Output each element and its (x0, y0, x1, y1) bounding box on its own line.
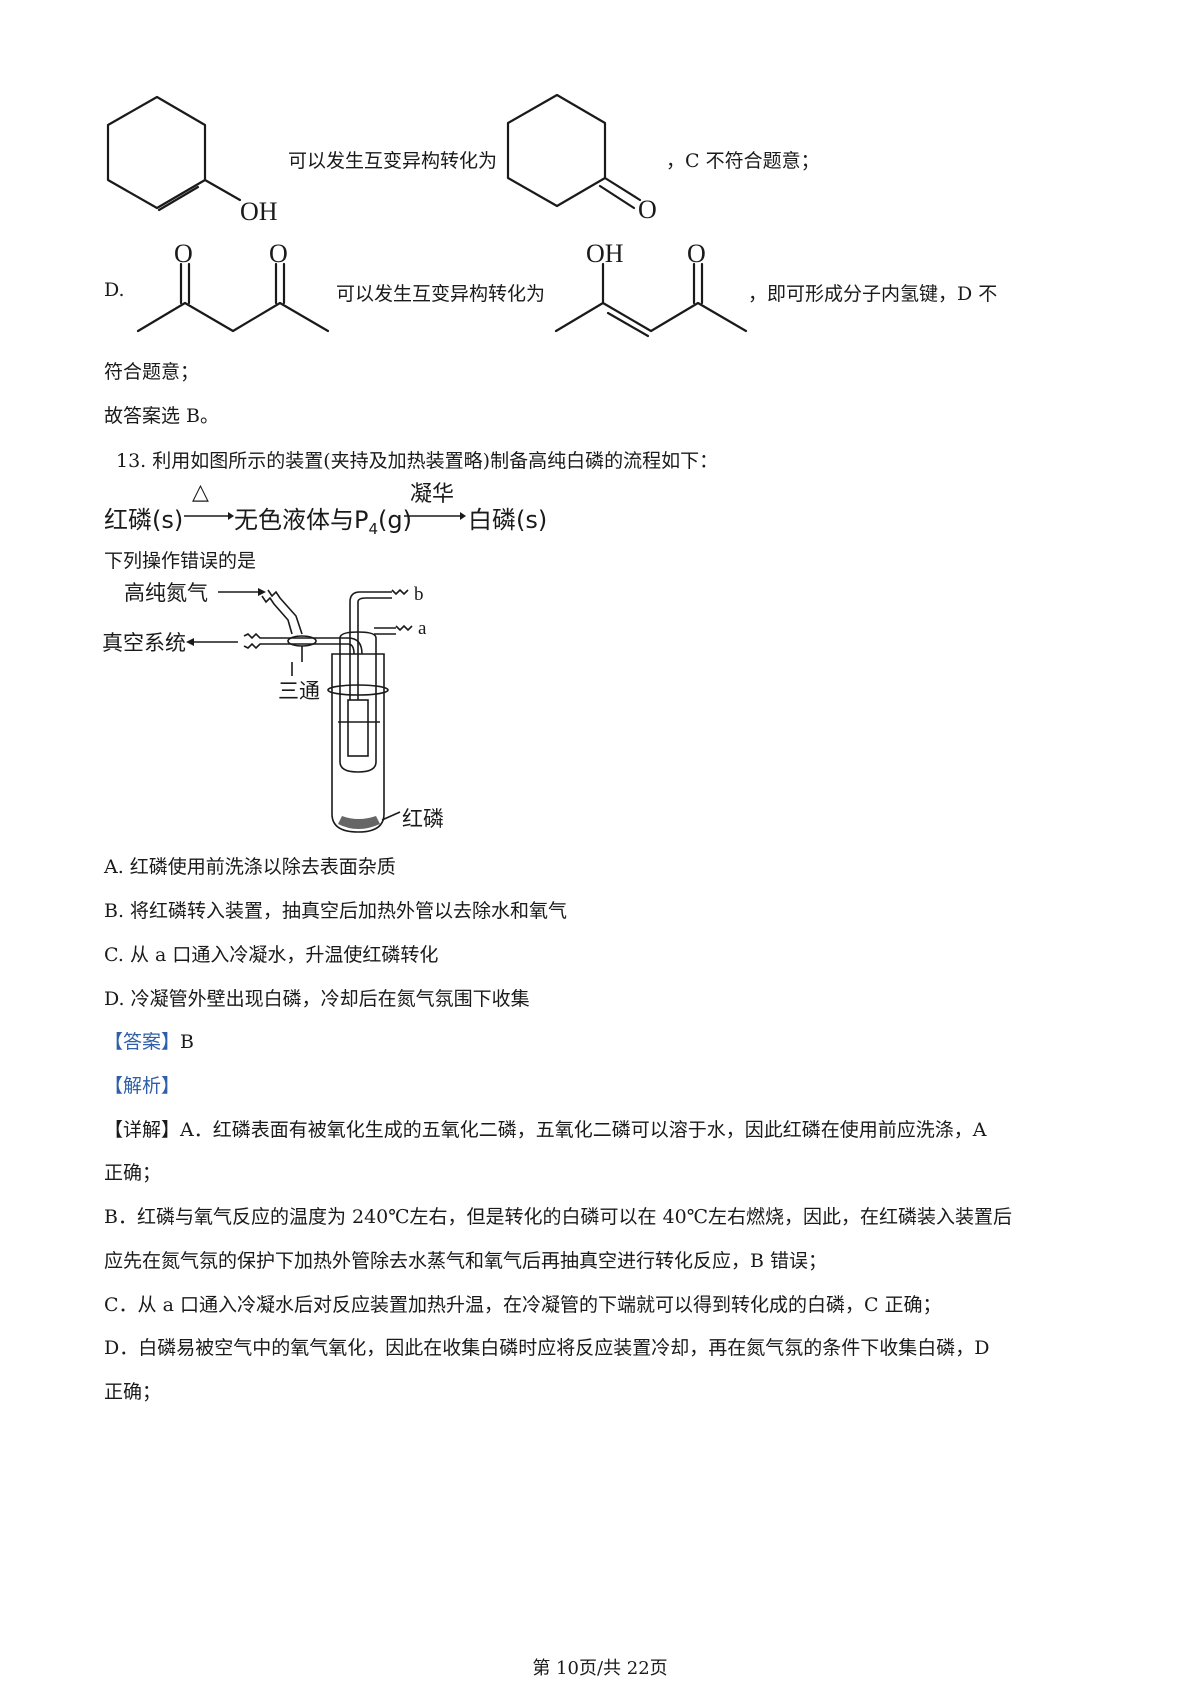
flow-arrow1 (184, 512, 234, 520)
detail-line-7: 正确； (104, 1381, 162, 1403)
analysis-tag: 【解析】 (104, 1075, 181, 1097)
answer-line: 【答案】B (104, 1027, 194, 1054)
acetylacetone-structure: O O (136, 239, 330, 333)
port-a-label: a (418, 618, 427, 639)
option-b: B. 将红磷转入装置，抽真空后加热外管以去除水和氧气 (104, 900, 568, 922)
flow-arrow2-label: 凝华 (410, 482, 455, 507)
option-c: C. 从 a 口通入冷凝水，升温使红磷转化 (104, 944, 439, 966)
detail-line-1: 【详解】A．红磷表面有被氧化生成的五氧化二磷，五氧化二磷可以溶于水，因此红磷在使… (104, 1119, 987, 1141)
answer-selection: 故答案选 B。 (104, 405, 220, 427)
option-d-conclusion-cont: 符合题意； (104, 361, 200, 383)
flow-arrow2 (404, 512, 466, 520)
flow-middle-text: 无色液体与P (234, 506, 369, 534)
valve-label: 三通 (278, 679, 320, 703)
oh-label: OH (586, 239, 624, 268)
question-13-prompt: 下列操作错误的是 (104, 550, 257, 572)
detail-line-5: C．从 a 口通入冷凝水后对反应装置加热升温，在冷凝管的下端就可以得到转化成的白… (104, 1294, 942, 1316)
cyclohexanone-structure: O (506, 93, 657, 224)
apparatus-diagram: 高纯氮气 真空系统 三通 b a 红磷 (102, 581, 444, 833)
detail-line-3: B．红磷与氧气反应的温度为 240℃左右，但是转化的白磷可以在 40℃左右燃烧，… (104, 1206, 1012, 1228)
flow-middle-tail: (g) (378, 506, 412, 534)
option-d-label: D. (104, 279, 125, 301)
answer-tag: 【答案】 (104, 1031, 181, 1053)
tautomer-text-d: 可以发生互变异构转化为 (336, 283, 546, 305)
cyclohexenol-structure: OH (106, 95, 278, 226)
flow-start: 红磷(s) (104, 506, 184, 534)
detail-line-2: 正确； (104, 1162, 162, 1184)
page-footer: 第 10页/共 22页 (532, 1658, 668, 1679)
o-label-3: O (687, 239, 706, 268)
detail-line-4: 应先在氮气氛的保护下加热外管除去水蒸气和氧气后再抽真空进行转化反应，B 错误； (104, 1250, 828, 1272)
enol-acetylacetone-structure: OH O (554, 239, 748, 338)
option-c-conclusion: ，C 不符合题意； (666, 150, 820, 172)
answer-value: B (180, 1031, 194, 1053)
option-a: A. 红磷使用前洗涤以除去表面杂质 (104, 856, 396, 878)
option-d: D. 冷凝管外壁出现白磷，冷却后在氮气氛围下收集 (104, 988, 530, 1010)
o-label: O (638, 195, 657, 224)
tautomer-text-c: 可以发生互变异构转化为 (288, 150, 498, 172)
flow-end: 白磷(s) (468, 506, 548, 534)
o-label-2: O (269, 239, 288, 268)
question-13-stem: 13. 利用如图所示的装置(夹持及加热装置略)制备高纯白磷的流程如下： (116, 450, 719, 472)
flow-middle: 无色液体与P4(g) (234, 500, 412, 538)
argon-label: 高纯氮气 (124, 581, 208, 605)
reaction-flow: 红磷(s) △ 无色液体与P4(g) 凝华 白磷(s) (104, 476, 664, 538)
port-b-label: b (414, 584, 424, 605)
detail-line-6: D．白磷易被空气中的氧气氧化，因此在收集白磷时应将反应装置冷却，再在氮气氛的条件… (104, 1337, 990, 1359)
option-d-conclusion: ，即可形成分子内氢键，D 不 (748, 283, 998, 305)
oh-label: OH (240, 197, 278, 226)
flow-middle-sub: 4 (368, 519, 379, 538)
red-p-label: 红磷 (402, 807, 444, 831)
o-label-1: O (174, 239, 193, 268)
vacuum-label: 真空系统 (102, 631, 186, 655)
flow-arrow1-label: △ (192, 480, 209, 505)
